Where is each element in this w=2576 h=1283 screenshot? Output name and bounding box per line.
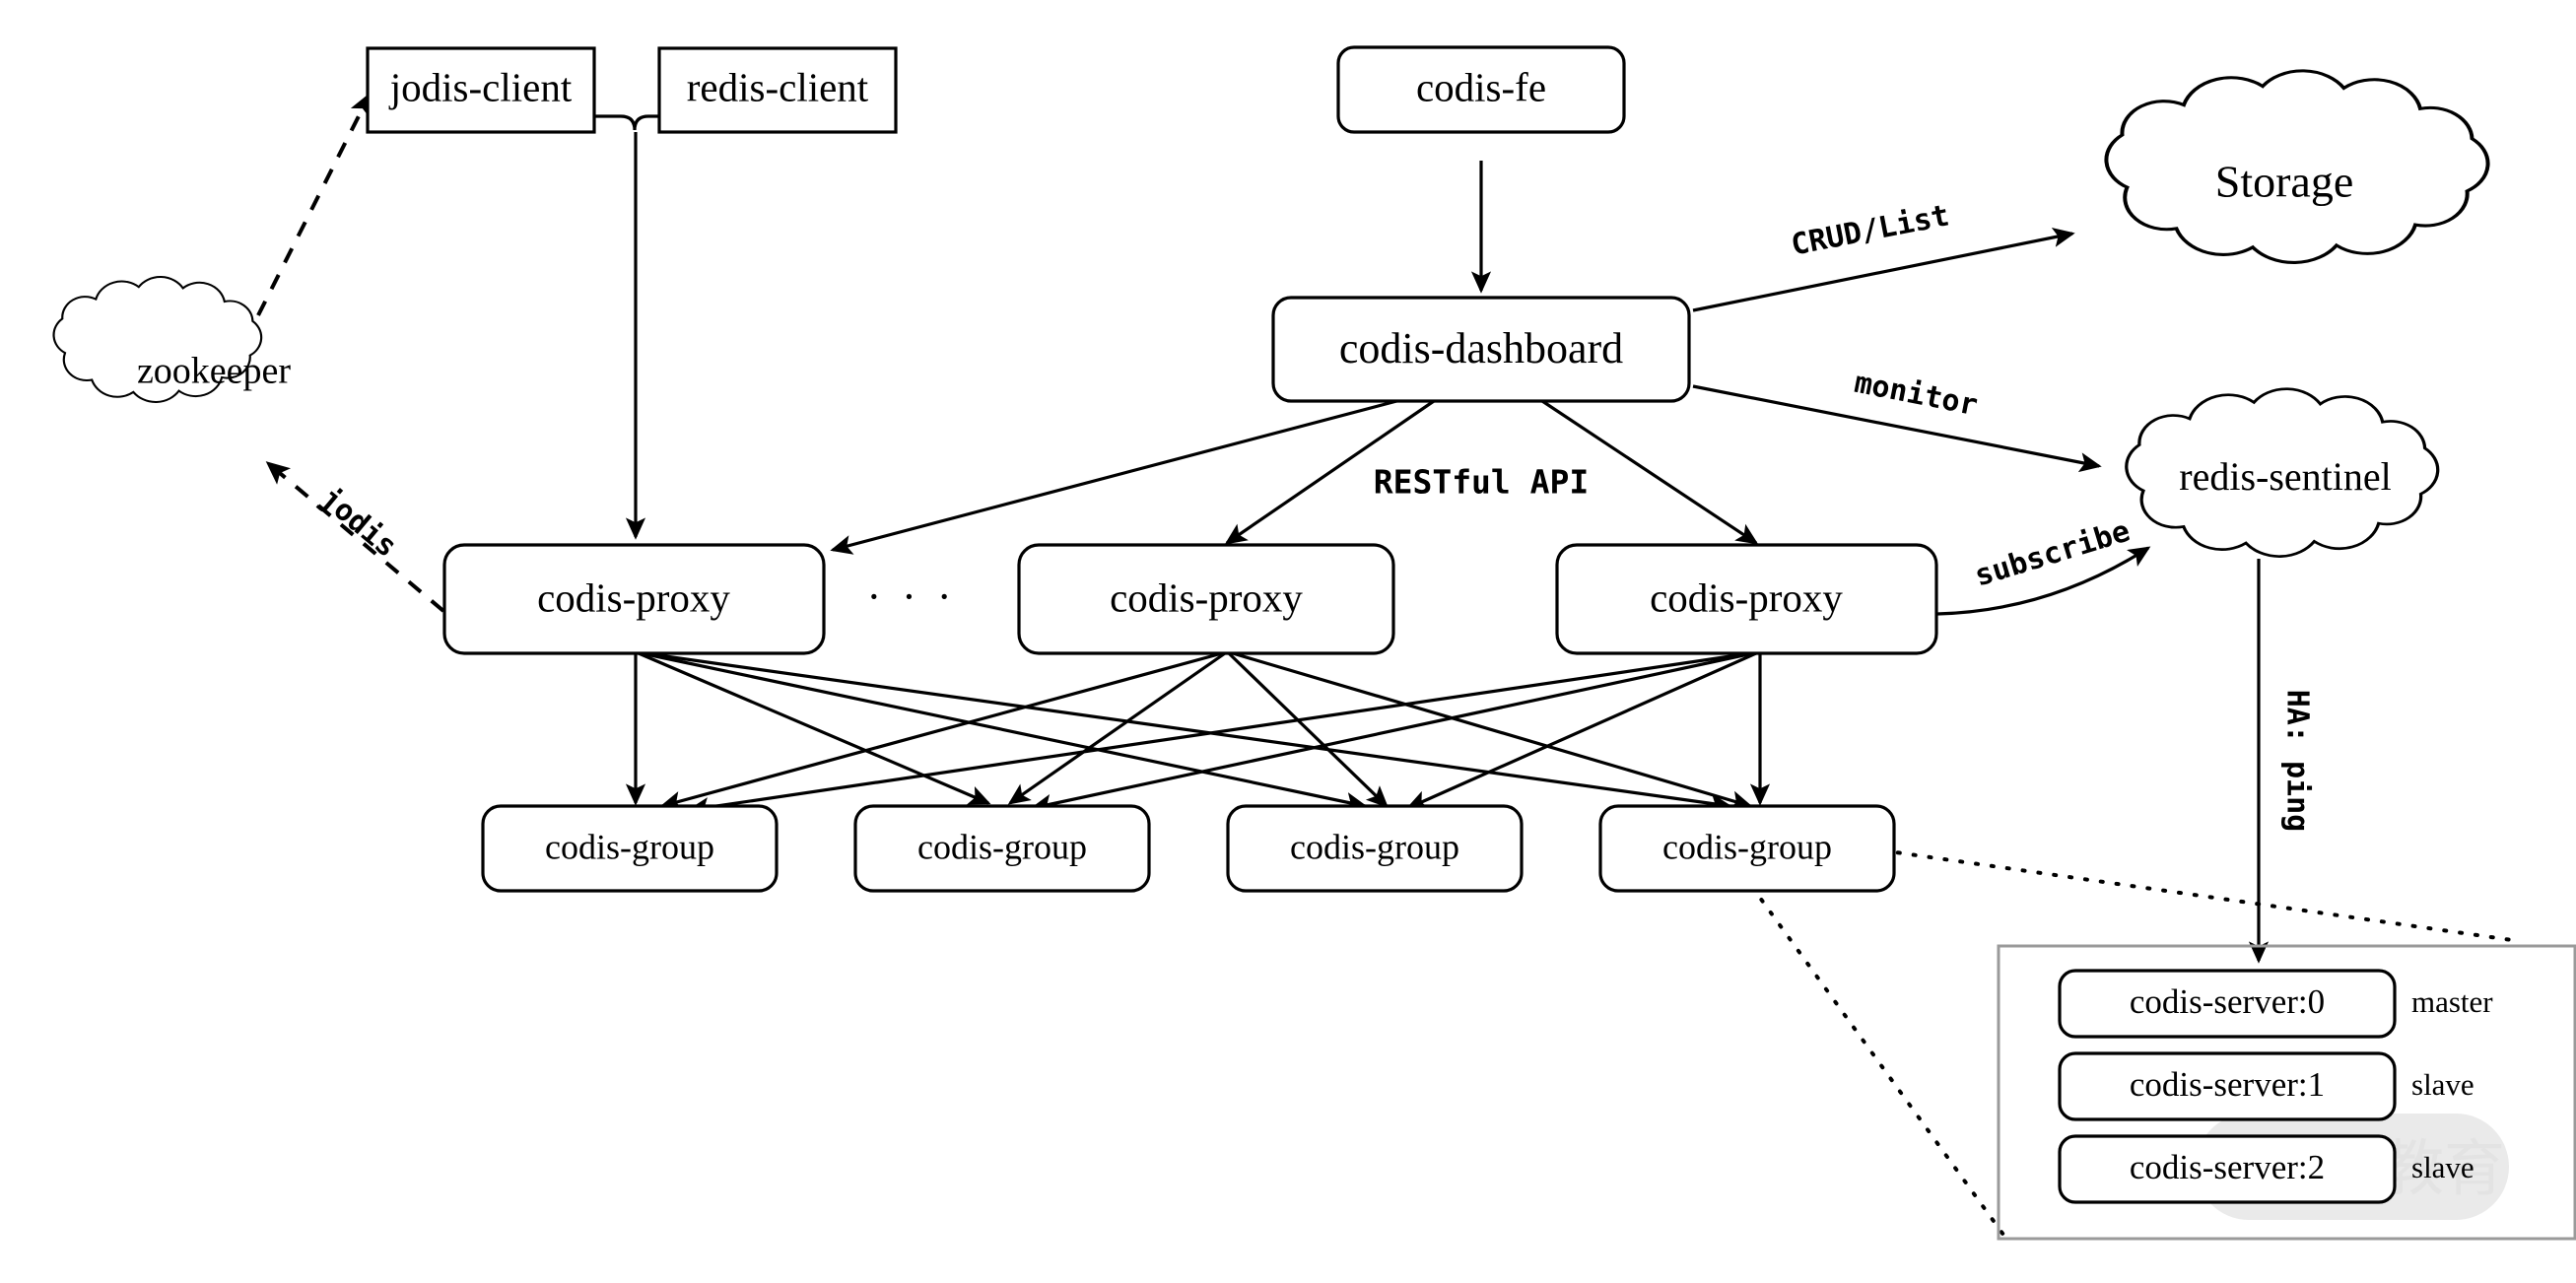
node-label-redis-sentinel: redis-sentinel <box>2179 454 2392 499</box>
node-label-codis-group-2: codis-group <box>917 827 1087 866</box>
node-label-codis-proxy-3: codis-proxy <box>1650 574 1843 620</box>
edge-label-monitor: monitor <box>1852 366 1981 423</box>
edge-group-zoom-bottom <box>1750 885 2005 1237</box>
edge-label-jodis: jodis <box>313 481 404 565</box>
node-label-storage: Storage <box>2215 157 2354 207</box>
edge-label-restful-api: RESTful API <box>1374 463 1590 502</box>
edge-proxy-to-sentinel <box>1936 546 2151 616</box>
node-storage[interactable]: Storage <box>2104 68 2490 265</box>
node-label-codis-server-0: codis-server:0 <box>2130 982 2325 1021</box>
node-label-redis-client: redis-client <box>687 64 869 109</box>
node-label-jodis-client: jodis-client <box>388 64 573 109</box>
edge-dashboard-to-proxy-2 <box>1224 399 1435 545</box>
node-codis-group-3[interactable]: codis-group <box>1226 804 1524 893</box>
node-label-codis-server-2: codis-server:2 <box>2130 1148 2325 1186</box>
node-codis-proxy-1[interactable]: codis-proxy <box>442 543 826 655</box>
node-codis-proxy-2[interactable]: codis-proxy <box>1017 543 1395 655</box>
server-role-2: slave <box>2411 1150 2474 1184</box>
node-codis-dashboard[interactable]: codis-dashboard <box>1271 296 1691 403</box>
node-label-codis-proxy-1: codis-proxy <box>537 574 730 620</box>
node-codis-server-0[interactable]: codis-server:0 <box>2058 969 2397 1039</box>
node-label-codis-fe: codis-fe <box>1416 64 1546 109</box>
node-codis-group-4[interactable]: codis-group <box>1598 804 1896 893</box>
server-role-1: slave <box>2411 1067 2474 1102</box>
edge-dashboard-to-proxy-1 <box>830 397 1405 555</box>
node-label-zookeeper: zookeeper <box>137 351 291 392</box>
node-codis-server-1[interactable]: codis-server:1 <box>2058 1051 2397 1121</box>
node-label-codis-group-3: codis-group <box>1290 827 1459 866</box>
node-codis-group-1[interactable]: codis-group <box>481 804 779 893</box>
node-codis-group-2[interactable]: codis-group <box>853 804 1151 893</box>
node-label-codis-dashboard: codis-dashboard <box>1339 324 1623 372</box>
edge-proxy-to-zookeeper <box>265 461 445 613</box>
node-label-codis-group-1: codis-group <box>545 827 714 866</box>
edge-label-ha-ping: HA: ping <box>2280 690 2315 833</box>
node-label-codis-proxy-2: codis-proxy <box>1110 574 1303 620</box>
node-label-codis-group-4: codis-group <box>1662 827 1832 866</box>
node-label-codis-server-1: codis-server:1 <box>2130 1065 2325 1104</box>
edge-zookeeper-jodis-client <box>256 92 372 316</box>
node-jodis-client[interactable]: jodis-client <box>366 46 596 134</box>
edge-label-subscribe: subscribe <box>1971 514 2135 594</box>
edge-dashboard-to-sentinel <box>1692 384 2102 473</box>
edge-dashboard-to-proxy-3 <box>1541 399 1759 545</box>
node-codis-proxy-3[interactable]: codis-proxy <box>1555 543 1938 655</box>
edge-dashboard-to-storage <box>1692 228 2075 312</box>
edge-label-crud-list: CRUD/List <box>1789 198 1952 262</box>
server-detail-box: codis-server:0 master codis-server:1 sla… <box>1997 944 2576 1241</box>
node-redis-sentinel[interactable]: redis-sentinel <box>2125 387 2440 559</box>
proxy-ellipsis: · · · <box>867 573 957 621</box>
node-codis-server-2[interactable]: codis-server:2 <box>2058 1134 2397 1204</box>
node-redis-client[interactable]: redis-client <box>657 46 898 134</box>
server-role-0: master <box>2411 984 2493 1019</box>
node-zookeeper[interactable]: zookeeper <box>52 275 292 404</box>
edge-group-zoom-top <box>1880 848 2514 942</box>
edges-proxy-to-group <box>625 651 1771 818</box>
node-codis-fe[interactable]: codis-fe <box>1336 45 1626 134</box>
